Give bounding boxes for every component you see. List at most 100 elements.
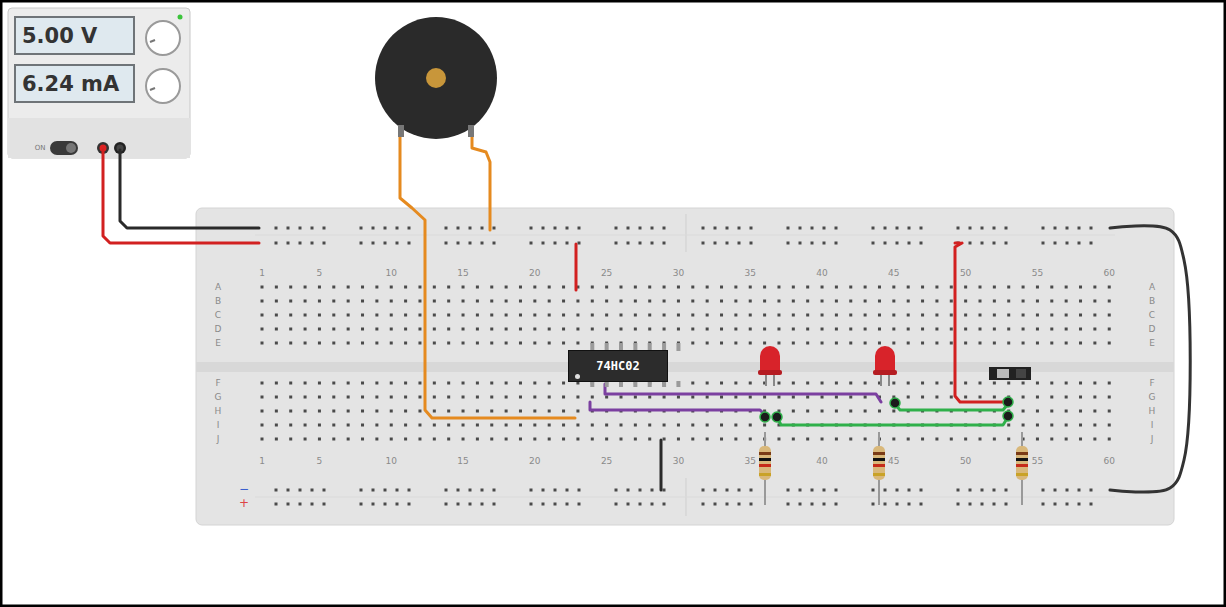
- breadboard-hole: [445, 242, 448, 245]
- breadboard-hole: [878, 410, 881, 413]
- breadboard-hole: [375, 396, 378, 399]
- breadboard-hole: [433, 438, 436, 441]
- breadboard-hole: [605, 300, 608, 303]
- resistor-band: [1016, 464, 1028, 467]
- breadboard-hole: [620, 438, 623, 441]
- breadboard-hole: [332, 314, 335, 317]
- breadboard-hole: [275, 286, 278, 289]
- breadboard-hole: [304, 342, 307, 345]
- breadboard-hole: [361, 342, 364, 345]
- breadboard-hole: [1093, 396, 1096, 399]
- breadboard-hole: [275, 396, 278, 399]
- breadboard-hole: [562, 300, 565, 303]
- breadboard-hole: [318, 396, 321, 399]
- breadboard-hole: [821, 314, 824, 317]
- ic-notch: [575, 374, 580, 379]
- breadboard-hole: [1042, 227, 1045, 230]
- breadboard-hole: [476, 438, 479, 441]
- breadboard-hole: [1065, 424, 1068, 427]
- breadboard-hole: [287, 227, 290, 230]
- breadboard-hole: [289, 300, 292, 303]
- breadboard-hole: [390, 438, 393, 441]
- breadboard-hole: [993, 242, 996, 245]
- breadboard-hole: [390, 424, 393, 427]
- breadboard-hole: [663, 424, 666, 427]
- breadboard-hole: [921, 342, 924, 345]
- resistor-band: [873, 473, 885, 476]
- breadboard-hole: [639, 227, 642, 230]
- breadboard-hole: [505, 410, 508, 413]
- breadboard-hole: [404, 438, 407, 441]
- breadboard-hole: [481, 242, 484, 245]
- breadboard-hole: [375, 300, 378, 303]
- breadboard-hole: [542, 489, 545, 492]
- breadboard-hole: [469, 242, 472, 245]
- breadboard-hole: [648, 314, 651, 317]
- breadboard-hole: [375, 382, 378, 385]
- breadboard-hole: [1036, 396, 1039, 399]
- breadboard-hole: [950, 314, 953, 317]
- column-number: 25: [601, 268, 612, 278]
- breadboard-hole: [287, 489, 290, 492]
- breadboard-hole: [864, 342, 867, 345]
- breadboard-hole: [404, 396, 407, 399]
- breadboard-hole: [864, 286, 867, 289]
- breadboard-hole: [663, 314, 666, 317]
- breadboard-hole: [627, 242, 630, 245]
- breadboard-hole: [462, 286, 465, 289]
- breadboard-hole: [289, 314, 292, 317]
- rail-line: [255, 235, 1115, 236]
- breadboard-hole: [347, 382, 350, 385]
- breadboard-hole: [1054, 489, 1057, 492]
- breadboard-hole: [576, 300, 579, 303]
- breadboard-hole: [275, 314, 278, 317]
- breadboard-hole: [361, 300, 364, 303]
- breadboard-hole: [979, 300, 982, 303]
- breadboard-hole: [969, 242, 972, 245]
- breadboard-hole: [634, 328, 637, 331]
- breadboard-hole: [304, 286, 307, 289]
- breadboard-hole: [777, 314, 780, 317]
- breadboard-hole: [289, 342, 292, 345]
- resistor-band: [1016, 473, 1028, 476]
- breadboard-hole: [299, 242, 302, 245]
- breadboard-hole: [505, 300, 508, 303]
- breadboard-hole: [1079, 342, 1082, 345]
- breadboard-hole: [275, 328, 278, 331]
- breadboard-hole: [1065, 286, 1068, 289]
- breadboard-hole: [763, 328, 766, 331]
- breadboard-hole: [1065, 328, 1068, 331]
- breadboard-hole: [615, 503, 618, 506]
- breadboard-hole: [275, 410, 278, 413]
- breadboard-hole: [969, 227, 972, 230]
- breadboard-hole: [734, 396, 737, 399]
- breadboard-hole: [323, 242, 326, 245]
- breadboard-hole: [1007, 328, 1010, 331]
- breadboard-hole: [481, 489, 484, 492]
- breadboard-hole: [433, 342, 436, 345]
- breadboard-hole: [935, 314, 938, 317]
- breadboard-hole: [578, 242, 581, 245]
- breadboard-hole: [620, 396, 623, 399]
- breadboard-hole: [548, 328, 551, 331]
- breadboard-hole: [720, 382, 723, 385]
- breadboard-hole: [835, 438, 838, 441]
- led-dome: [875, 346, 895, 374]
- breadboard-hole: [1036, 382, 1039, 385]
- breadboard-hole: [418, 314, 421, 317]
- breadboard-hole: [519, 438, 522, 441]
- breadboard-hole: [318, 300, 321, 303]
- breadboard-hole: [530, 489, 533, 492]
- row-letter: A: [1149, 282, 1155, 292]
- breadboard-hole: [878, 300, 881, 303]
- breadboard-hole: [1093, 424, 1096, 427]
- breadboard-hole: [361, 396, 364, 399]
- breadboard-hole: [554, 242, 557, 245]
- breadboard-hole: [562, 328, 565, 331]
- breadboard-hole: [576, 328, 579, 331]
- breadboard-hole: [533, 396, 536, 399]
- breadboard-hole: [591, 424, 594, 427]
- breadboard-hole: [1022, 342, 1025, 345]
- breadboard-hole: [1005, 503, 1008, 506]
- switch-label: ON: [35, 144, 46, 152]
